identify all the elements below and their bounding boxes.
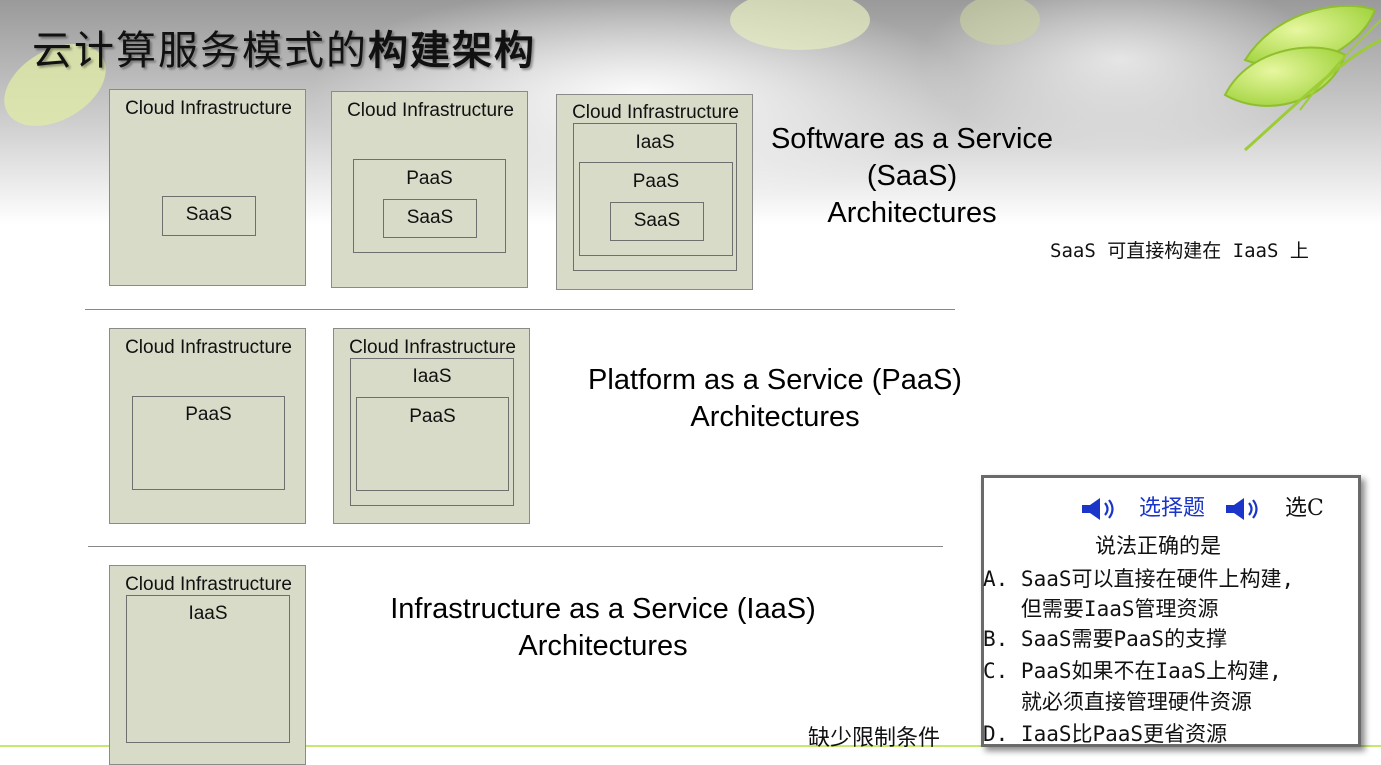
paas-label: PaaS	[185, 404, 232, 425]
quiz-option-b: B. SaaS需要PaaS的支撑	[983, 627, 1228, 651]
saas-caption-line1: Software as a Service	[770, 123, 1054, 155]
paas-box: PaaS SaaS	[353, 159, 506, 253]
paas-caption-line2: Architectures	[690, 401, 860, 433]
quiz-option-a-line1: A. SaaS可以直接在硬件上构建,	[983, 567, 1295, 591]
quiz-header-label: 选择题	[1139, 496, 1206, 521]
paas-label: PaaS	[409, 406, 456, 427]
iaas-label: IaaS	[412, 366, 452, 387]
title-part2: 构建架构	[368, 27, 536, 74]
title-part1: 云计算服务模式的	[32, 28, 368, 74]
iaas-box: IaaS	[126, 595, 290, 743]
quiz-option-a-line2: 但需要IaaS管理资源	[983, 597, 1219, 621]
cloud-infrastructure-label: Cloud Infrastructure	[125, 574, 292, 595]
paas-label: PaaS	[632, 171, 680, 192]
saas-label: SaaS	[406, 207, 454, 228]
iaas-caption-line1: Infrastructure as a Service (IaaS)	[390, 593, 816, 625]
iaas-caption-line2: Architectures	[518, 630, 688, 662]
saas-caption-line2: (SaaS)	[866, 160, 958, 192]
saas-box: SaaS	[162, 196, 256, 236]
cloud-infrastructure-label: Cloud Infrastructure	[572, 102, 739, 123]
saas-caption: Software as a Service (SaaS) Architectur…	[752, 121, 1072, 232]
separator-1	[85, 309, 955, 310]
speaker-icon	[1082, 498, 1114, 520]
iaas-caption: Infrastructure as a Service (IaaS) Archi…	[363, 591, 843, 665]
saas-diagram-1: Cloud Infrastructure SaaS	[109, 89, 306, 286]
paas-caption: Platform as a Service (PaaS) Architectur…	[565, 362, 985, 436]
saas-box: SaaS	[610, 202, 704, 241]
saas-diagram-3: Cloud Infrastructure IaaS PaaS SaaS	[556, 94, 753, 290]
cloud-infrastructure-label: Cloud Infrastructure	[347, 100, 514, 121]
paas-box: PaaS SaaS	[579, 162, 733, 256]
paas-diagram-1: Cloud Infrastructure PaaS	[109, 328, 306, 524]
quiz-header: 选择题 选C	[1080, 490, 1324, 522]
separator-2	[88, 546, 943, 547]
paas-box: PaaS	[132, 396, 285, 490]
quiz-box	[981, 475, 1361, 747]
quiz-question: 说法正确的是	[1095, 534, 1221, 558]
cloud-infrastructure-label: Cloud Infrastructure	[349, 337, 516, 358]
slide-title: 云计算服务模式的构建架构	[32, 18, 536, 76]
cloud-infrastructure-label: Cloud Infrastructure	[125, 337, 292, 358]
paas-box: PaaS	[356, 397, 509, 491]
iaas-box: IaaS PaaS	[350, 358, 514, 506]
saas-label: SaaS	[633, 210, 681, 231]
iaas-diagram: Cloud Infrastructure IaaS	[109, 565, 306, 765]
paas-diagram-2: Cloud Infrastructure IaaS PaaS	[333, 328, 530, 524]
paas-caption-line1: Platform as a Service (PaaS)	[588, 364, 962, 396]
speaker-icon	[1226, 498, 1258, 520]
quiz-option-c-line2: 就必须直接管理硬件资源	[983, 690, 1252, 714]
iaas-label: IaaS	[635, 132, 675, 153]
quiz-option-d: D. IaaS比PaaS更省资源	[983, 722, 1228, 746]
iaas-label: IaaS	[188, 603, 228, 624]
quiz-answer: 选C	[1285, 496, 1324, 521]
saas-label: SaaS	[185, 204, 233, 225]
missing-constraint-note: 缺少限制条件	[808, 726, 941, 751]
cloud-infrastructure-label: Cloud Infrastructure	[125, 98, 292, 119]
iaas-box: IaaS PaaS SaaS	[573, 123, 737, 271]
saas-on-iaas-note: SaaS 可直接构建在 IaaS 上	[1050, 240, 1309, 262]
quiz-option-c-line1: C. PaaS如果不在IaaS上构建,	[983, 659, 1282, 683]
saas-caption-line3: Architectures	[827, 197, 997, 229]
paas-label: PaaS	[406, 168, 453, 189]
saas-box: SaaS	[383, 199, 477, 238]
saas-diagram-2: Cloud Infrastructure PaaS SaaS	[331, 91, 528, 288]
